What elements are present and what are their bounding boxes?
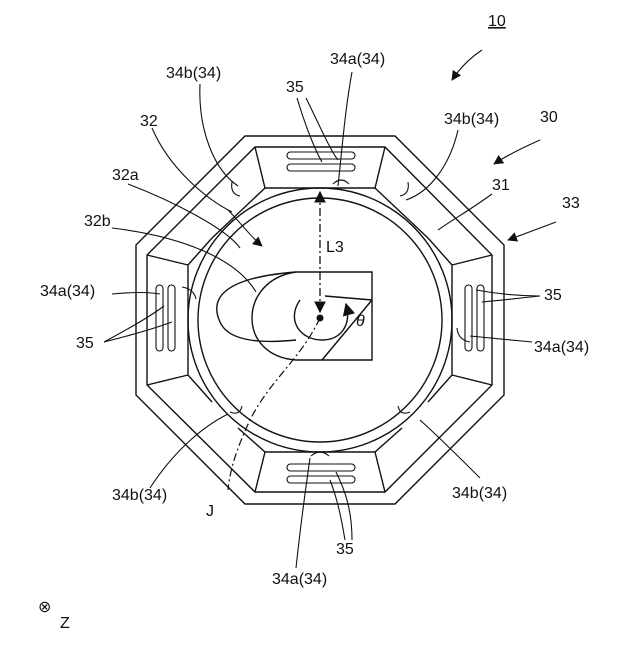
- z-direction-symbol: ⊗: [38, 599, 51, 616]
- label-35-left: 35: [76, 335, 94, 352]
- label-34b-bottom-left: 34b(34): [112, 487, 167, 504]
- label-32a: 32a: [112, 167, 139, 184]
- label-32: 32: [140, 113, 158, 130]
- label-34b-top-left: 34b(34): [166, 65, 221, 82]
- label-31: 31: [492, 177, 510, 194]
- fig-arrow-33: [508, 222, 556, 240]
- slots-top: [287, 152, 355, 171]
- figure-ref-label: 10: [488, 13, 506, 30]
- label-34a-right: 34a(34): [534, 339, 589, 356]
- label-J: J: [206, 503, 214, 520]
- label-L3: L3: [326, 239, 344, 256]
- label-35-bottom: 35: [336, 541, 354, 558]
- slots-bottom: [287, 464, 355, 483]
- label-34b-top-right: 34b(34): [444, 111, 499, 128]
- label-34b-bottom-right: 34b(34): [452, 485, 507, 502]
- label-33: 33: [562, 195, 580, 212]
- label-35-right: 35: [544, 287, 562, 304]
- label-Z: Z: [60, 615, 70, 632]
- label-34a-bottom: 34a(34): [272, 571, 327, 588]
- label-30: 30: [540, 109, 558, 126]
- label-34a-left: 34a(34): [40, 283, 95, 300]
- slots-left: [156, 285, 175, 351]
- label-theta: θ: [356, 313, 365, 330]
- recess-marks: [182, 180, 470, 456]
- label-34a-top: 34a(34): [330, 51, 385, 68]
- fig-arrow-10: [452, 50, 482, 80]
- label-32b: 32b: [84, 213, 111, 230]
- fig-arrow-30: [494, 140, 540, 164]
- label-35-top: 35: [286, 79, 304, 96]
